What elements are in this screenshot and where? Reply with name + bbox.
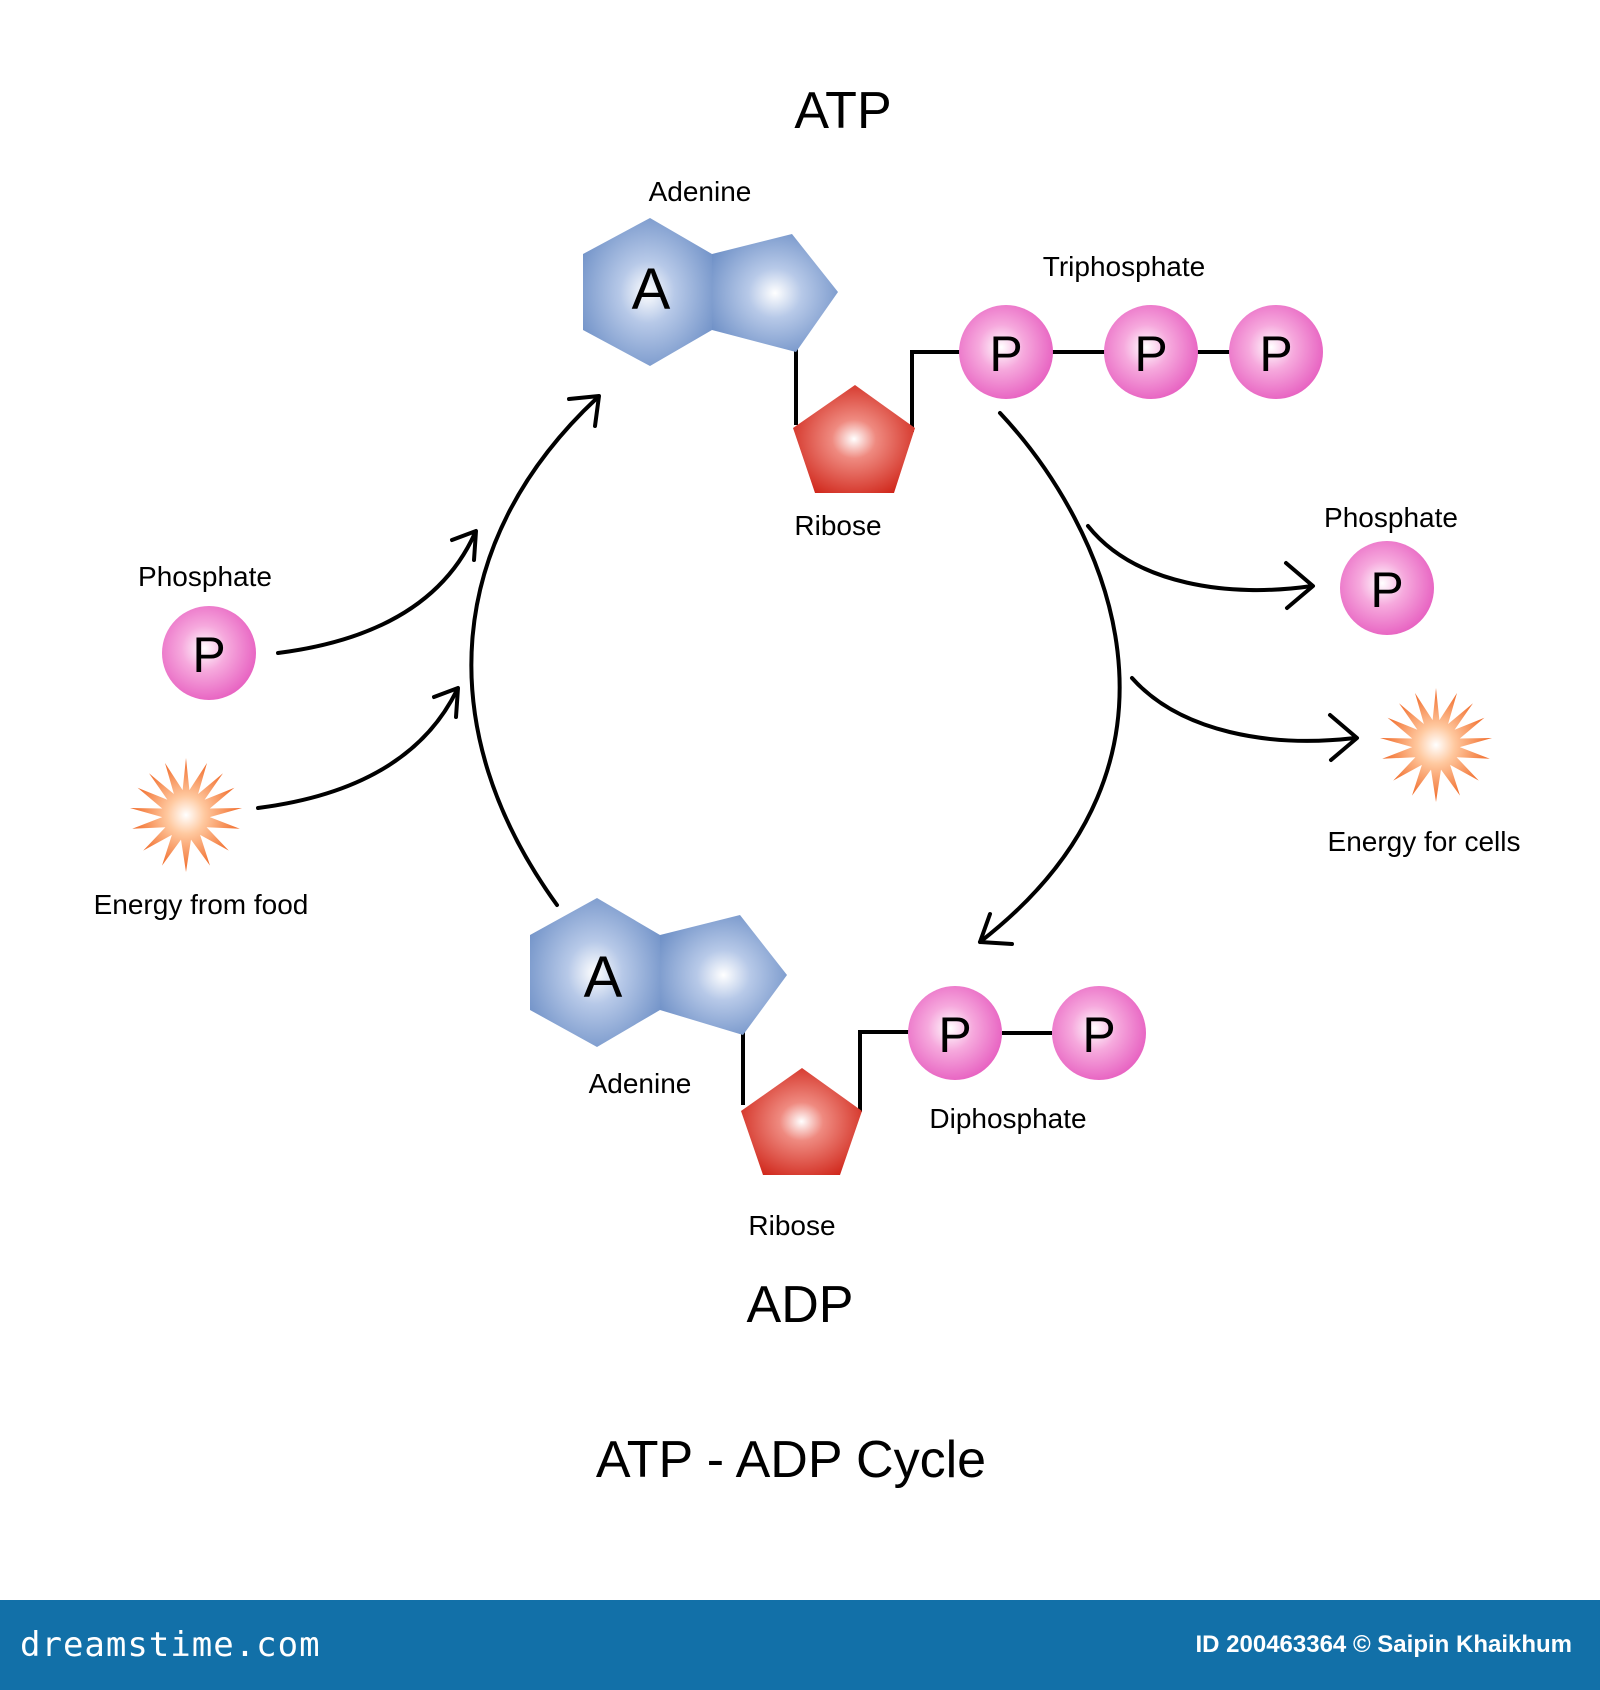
left-cycle-arrow [469,396,599,907]
left-cycle-arrowhead [567,394,601,428]
output-phosphate-arrowhead [1284,561,1315,610]
adp-adenine-hexagon [530,898,660,1047]
output-energy-arrowhead [1328,713,1359,762]
adp-ribose-pentagon [741,1068,862,1175]
input-phosphate-label: Phosphate [138,561,272,592]
atp-phosphate-1: P [959,305,1053,399]
atp-adp-cycle-diagram: ATP ADP ATP - ADP Cycle A Adenine Ribose… [94,82,1521,1489]
output-energy-star-icon [1380,688,1492,802]
adp-diphosphate-label: Diphosphate [929,1103,1086,1134]
input-phosphate: P [162,606,256,700]
output-phosphate: P [1340,541,1434,635]
atp-phosphate-2: P [1104,305,1198,399]
atp-adenine-letter: A [632,257,671,322]
svg-text:P: P [1134,326,1167,382]
input-phosphate-arrow [276,531,477,655]
atp-phosphate-3: P [1229,305,1323,399]
adp-bond-ribose-phosphate [858,1030,910,1112]
svg-text:P: P [938,1007,971,1063]
output-energy-label: Energy for cells [1328,826,1521,857]
right-cycle-arrowhead [978,912,1014,946]
atp-adenine-label: Adenine [649,176,752,207]
output-phosphate-arrow [1086,524,1314,592]
adp-adenine-label: Adenine [589,1068,692,1099]
input-energy-arrow [256,688,459,810]
right-cycle-arrow [978,411,1122,944]
svg-text:P: P [1082,1007,1115,1063]
svg-text:P: P [1259,326,1292,382]
adp-heading: ADP [747,1276,854,1334]
input-energy-star-icon [130,758,242,872]
atp-heading: ATP [794,82,891,140]
atp-molecule: A Adenine Ribose Triphosphate P P P [583,176,1323,541]
adp-phosphate-1: P [908,986,1002,1080]
adp-adenine-letter: A [584,945,623,1010]
atp-triphosphate-label: Triphosphate [1043,251,1205,282]
atp-adenine-pentagon [712,234,838,352]
cycle-title: ATP - ADP Cycle [596,1431,986,1489]
adp-molecule: A Adenine Ribose Diphosphate P P [530,898,1146,1241]
svg-text:P: P [989,326,1022,382]
input-energy-arrowhead [432,686,460,719]
watermark-footer-bar: dreamstime.com ID 200463364 © Saipin Kha… [0,1600,1600,1690]
image-credit: ID 200463364 © Saipin Khaikhum [1195,1631,1572,1658]
input-phosphate-arrowhead [450,529,478,562]
input-energy-label: Energy from food [94,889,309,920]
atp-ribose-pentagon [793,385,915,493]
adp-ribose-label: Ribose [748,1210,835,1241]
atp-adenine-hexagon [583,218,712,366]
output-phosphate-label: Phosphate [1324,502,1458,533]
atp-ribose-label: Ribose [794,510,881,541]
output-energy-arrow [1130,676,1357,743]
svg-text:P: P [1370,562,1403,618]
adp-phosphate-2: P [1052,986,1146,1080]
adp-adenine-pentagon [660,915,787,1035]
svg-text:P: P [192,627,225,683]
watermark-brand: dreamstime.com [20,1625,321,1665]
atp-bond-ribose-phosphate [910,350,962,432]
